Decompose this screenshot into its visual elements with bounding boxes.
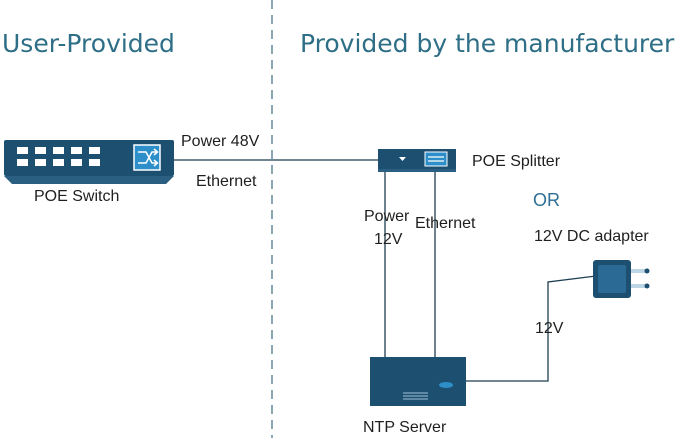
ntp-server	[370, 357, 466, 406]
connection-lines	[174, 159, 597, 382]
server-vent	[403, 392, 428, 400]
poe-switch-label: POE Switch	[34, 188, 119, 205]
or-label: OR	[533, 190, 560, 210]
switch-ports	[17, 147, 100, 166]
splitter-indicator	[399, 157, 406, 161]
dc-adapter-label: 12V DC adapter	[534, 228, 649, 245]
poe-switch	[4, 140, 174, 184]
switch-arrows-icon	[133, 144, 161, 171]
splitter-ethernet-label: Ethernet	[415, 215, 476, 232]
switch-ethernet-label: Ethernet	[196, 173, 257, 190]
splitter-power-label: Power	[364, 208, 410, 225]
ethernet-port-icon	[424, 151, 448, 167]
power-plug-icon	[593, 260, 650, 298]
poe-splitter-label: POE Splitter	[472, 153, 561, 170]
server-led	[439, 382, 453, 388]
switch-power-label: Power 48V	[181, 133, 260, 150]
right-section-title: Provided by the manufacturer	[300, 29, 675, 58]
splitter-power-voltage-label: 12V	[374, 231, 403, 248]
ntp-server-label: NTP Server	[363, 419, 447, 436]
adapter-to-server-line	[466, 275, 597, 382]
poe-splitter	[378, 149, 456, 172]
adapter-voltage-label: 12V	[535, 320, 564, 337]
left-section-title: User-Provided	[2, 29, 175, 58]
